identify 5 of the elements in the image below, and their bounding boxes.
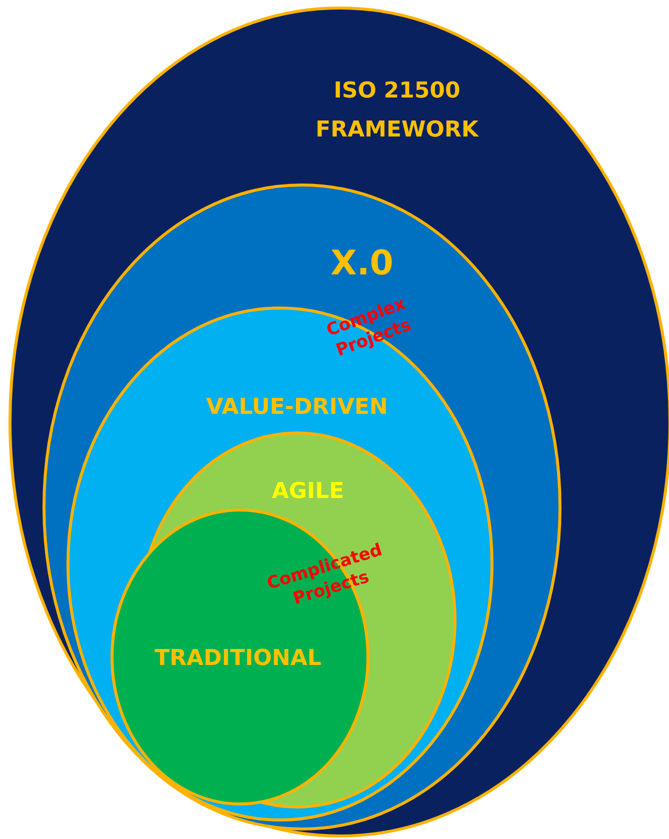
ellipse-label: X.0: [331, 249, 392, 275]
ellipse-label: TRADITIONAL: [154, 648, 321, 666]
ellipse-label: AGILE: [272, 482, 343, 498]
ellipse-label: ISO 21500 FRAMEWORK: [318, 81, 480, 137]
ellipse-label: VALUE-DRIVEN: [206, 398, 386, 414]
